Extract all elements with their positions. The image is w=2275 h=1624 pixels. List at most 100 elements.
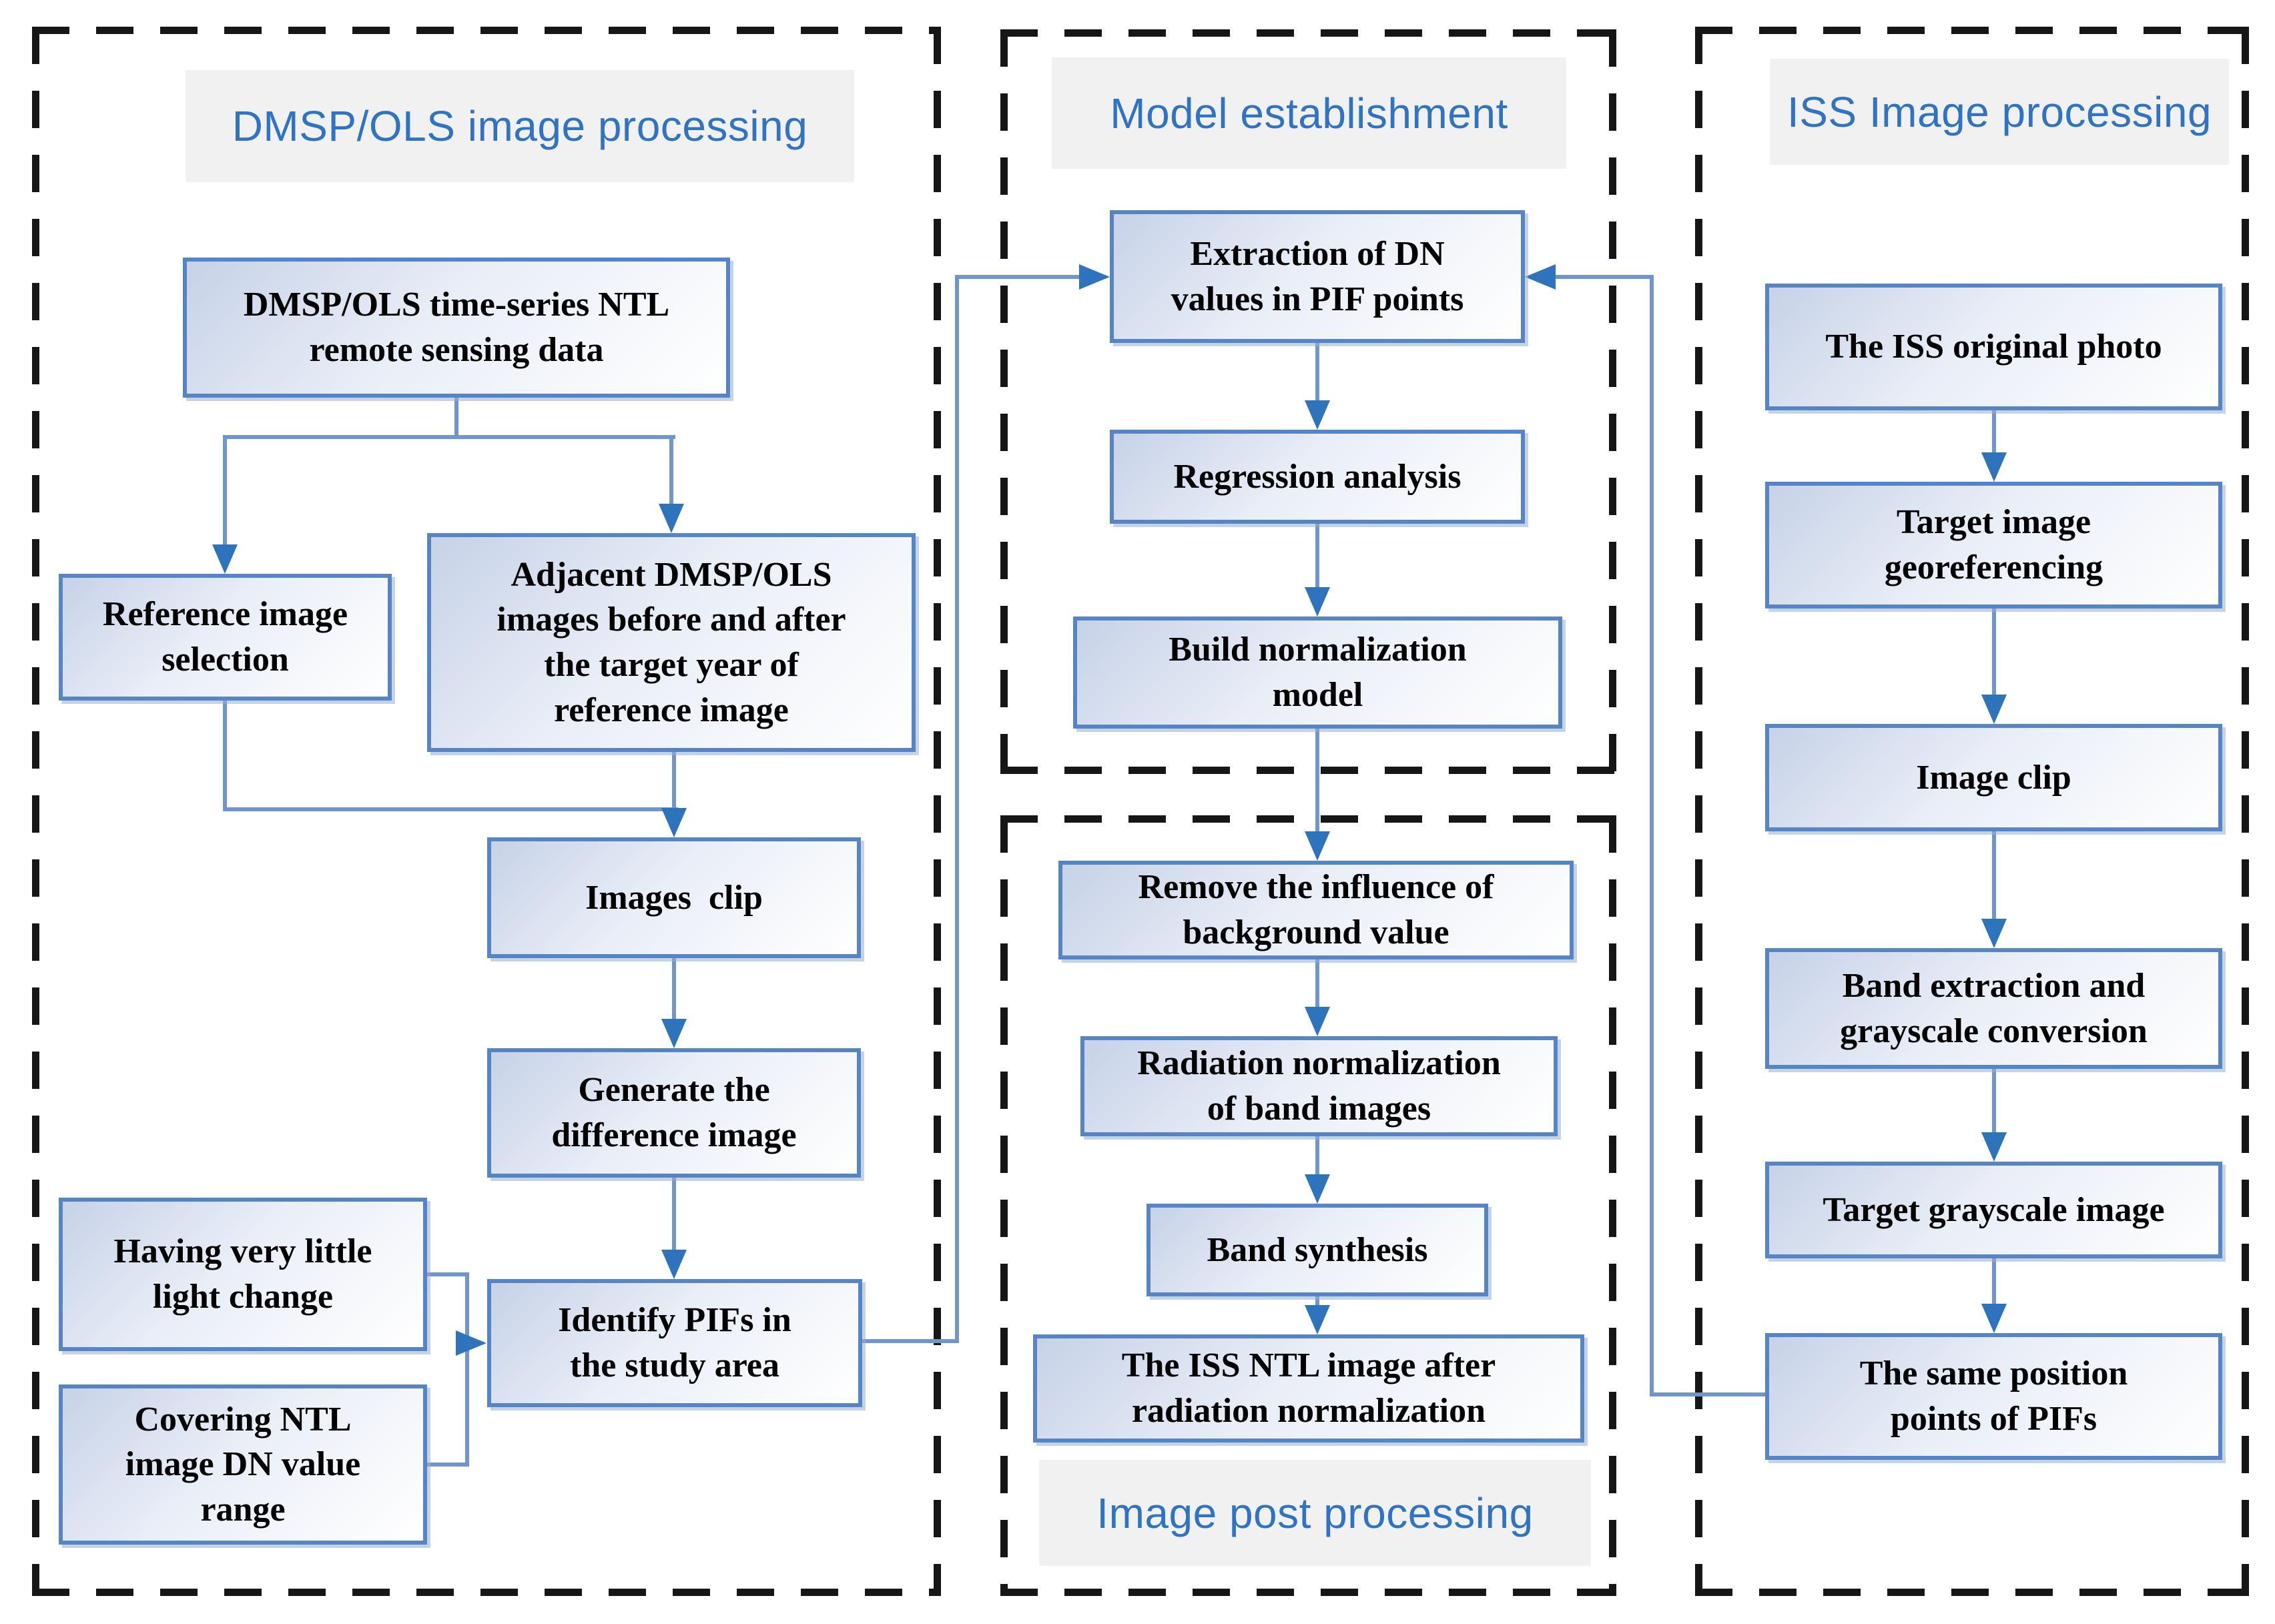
node-label-line: values in PIF points [1171,280,1464,318]
connector-band-to-issntl [1315,1296,1319,1306]
node-extraction-dn: Extraction of DN values in PIF points [1110,210,1525,343]
node-label-line: radiation normalization [1131,1392,1486,1430]
node-label-line: reference image [554,691,789,729]
node-label-line: Target grayscale image [1823,1190,2165,1229]
arrowhead-photo-to-georef [1981,452,2007,482]
node-label-line: background value [1183,913,1449,951]
node-label-line: Adjacent DMSP/OLS [511,555,832,594]
node-label-line: range [200,1490,286,1529]
connector-regression-to-model [1315,524,1319,588]
node-iss-ntl-normalized: The ISS NTL image after radiation normali… [1033,1334,1584,1443]
connector-samepos-to-extraction [1652,1392,1765,1396]
arrowhead-adjacent-to-clip [661,808,687,837]
connector-bandext-to-grayscale [1992,1069,1996,1134]
arrowhead-radiation-to-band [1305,1174,1330,1204]
arrowhead-clip-to-difference [661,1019,687,1048]
node-label-line: remote sensing data [309,331,604,369]
title-image-post-processing: Image post processing [1039,1460,1591,1566]
node-label-line: Target image [1896,503,2091,542]
arrowhead-regression-to-model [1305,587,1330,617]
node-label-line: Radiation normalization [1137,1044,1501,1083]
node-label-line: georeferencing [1884,548,2103,586]
arrowhead-extraction-to-regression [1305,400,1330,430]
node-regression-analysis: Regression analysis [1110,430,1525,524]
arrowhead-difference-to-pifs [661,1250,687,1279]
connector-samepos-to-extraction [1556,275,1650,279]
connector-reference-merge [223,701,227,811]
node-label-line: Reference image [102,595,348,634]
arrowhead-clip-to-bandext [1981,919,2007,948]
node-label-line: Remove the influence of [1138,868,1494,907]
arrowhead-source-split [212,544,238,574]
node-band-extraction: Band extraction and grayscale conversion [1765,948,2222,1069]
connector-criteria-to-pifs [465,1272,469,1467]
node-band-synthesis: Band synthesis [1147,1204,1488,1296]
node-label-line: of band images [1207,1090,1431,1128]
connector-grayscale-to-samepos [1992,1258,1996,1305]
node-target-grayscale: Target grayscale image [1765,1162,2222,1258]
connector-pifs-to-extraction [862,1339,959,1343]
arrowhead-bandext-to-grayscale [1981,1132,2007,1162]
node-label-line: Image clip [1916,758,2071,797]
node-label-line: Band extraction and [1842,966,2146,1005]
arrowhead-background-to-radiation [1305,1007,1330,1036]
connector-source-split [454,398,458,439]
node-label-line: Regression analysis [1173,457,1461,496]
node-label-line: the target year of [544,646,799,684]
connector-clip-to-difference [672,958,676,1020]
connector-extraction-to-regression [1315,343,1319,402]
title-iss-image-processing: ISS Image processing [1770,59,2229,165]
node-label-line: Images clip [585,878,763,917]
node-image-clip: Image clip [1765,724,2222,831]
arrowhead-band-to-issntl [1305,1305,1330,1334]
connector-criteria-to-pifs [427,1463,467,1467]
node-label-line: model [1272,676,1363,714]
connector-clip-to-bandext [1992,831,1996,920]
node-build-model: Build normalization model [1073,617,1562,729]
node-label-line: DMSP/OLS time-series NTL [243,286,670,324]
node-label-line: grayscale conversion [1840,1011,2148,1050]
title-model-establishment: Model establishment [1052,57,1566,169]
connector-source-split [223,435,227,546]
arrowhead-criteria-to-pifs [456,1330,486,1356]
arrowhead-source-split [659,504,684,533]
connector-source-split [223,435,675,439]
connector-difference-to-pifs [672,1178,676,1251]
node-label-line: Covering NTL [134,1400,352,1439]
node-label-line: The ISS NTL image after [1121,1346,1496,1385]
node-label-line: points of PIFs [1890,1400,2097,1438]
node-identify-pifs: Identify PIFs in the study area [487,1279,862,1407]
connector-model-to-background [1315,729,1319,833]
node-label-line: The same position [1859,1354,2128,1393]
node-radiation-normalization: Radiation normalization of band images [1080,1036,1558,1136]
node-label-line: Extraction of DN [1190,234,1445,273]
node-dmsp-data: DMSP/OLS time-series NTL remote sensing d… [183,258,730,398]
connector-photo-to-georef [1992,410,1996,454]
arrowhead-pifs-to-extraction [1079,264,1110,290]
node-label-line: The ISS original photo [1825,328,2162,366]
connector-background-to-radiation [1315,959,1319,1008]
title-dmsp-image-processing: DMSP/OLS image processing [186,70,854,182]
node-remove-background: Remove the influence of background value [1058,861,1574,959]
connector-criteria-to-pifs [427,1272,467,1276]
connector-reference-merge [223,807,678,811]
connector-pifs-to-extraction [955,275,959,1343]
node-images-clip: Images clip [487,837,861,958]
node-same-position-pifs: The same position points of PIFs [1765,1333,2222,1460]
node-label-line: Having very little [113,1232,372,1271]
connector-samepos-to-extraction [1650,275,1654,1396]
node-label-line: Identify PIFs in [558,1301,791,1340]
node-target-georeferencing: Target image georeferencing [1765,482,2222,608]
node-label-line: the study area [570,1346,779,1384]
connector-georef-to-clip [1992,608,1996,696]
node-label-line: Build normalization [1169,631,1467,669]
node-iss-photo: The ISS original photo [1765,284,2222,410]
arrowhead-georef-to-clip [1981,695,2007,724]
connector-pifs-to-extraction [959,275,1080,279]
